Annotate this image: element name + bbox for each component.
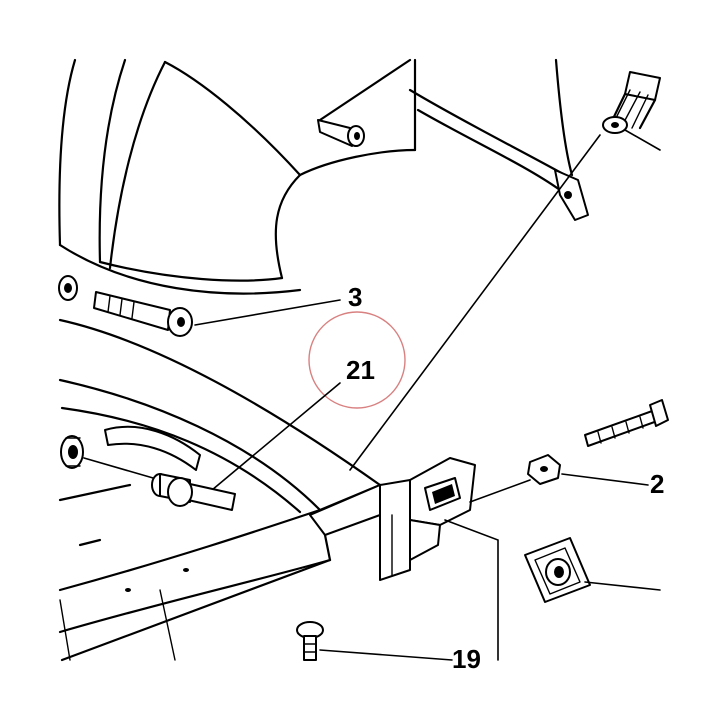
leader-bracket-19 — [444, 519, 499, 661]
highlight-circle — [308, 311, 406, 409]
bolt-upper-right — [608, 71, 661, 130]
nut-right — [527, 454, 561, 485]
bolt-3 — [58, 275, 193, 337]
leader-3 — [194, 299, 341, 326]
leader-strap-to-bracket — [349, 134, 601, 471]
pin-21 — [151, 473, 236, 511]
swing-arm-slot — [104, 425, 201, 471]
leader-square-washer — [584, 581, 661, 591]
fender-panel — [58, 58, 417, 295]
callout-19: 19 — [452, 644, 481, 674]
washer-upper-right — [602, 116, 628, 134]
leader-2 — [561, 473, 649, 486]
callout-21: 21 — [346, 355, 375, 385]
fender-stud — [317, 119, 365, 147]
leader-bushing — [83, 457, 161, 481]
mounting-strap — [408, 58, 589, 221]
end-bracket — [309, 457, 476, 581]
square-washer — [524, 537, 591, 603]
leader-21 — [211, 382, 341, 491]
screw-19 — [296, 621, 324, 661]
leader-19 — [319, 649, 453, 661]
callout-3: 3 — [348, 282, 362, 312]
leader-upper-right — [624, 129, 661, 151]
frame-bushing — [60, 435, 84, 469]
callout-2-partial: 2 — [650, 469, 664, 499]
leader-bracket-nut — [469, 479, 531, 503]
bolt-right — [584, 399, 669, 447]
